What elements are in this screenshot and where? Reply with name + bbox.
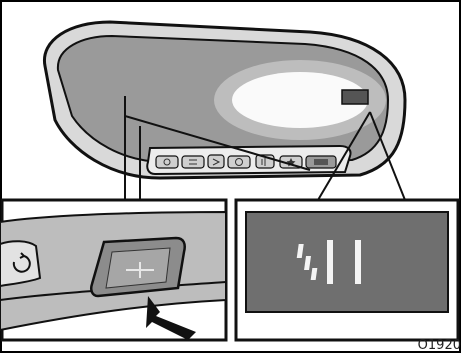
mirror-buttons: [156, 155, 336, 168]
callout-display-closeup: [236, 200, 458, 340]
rear-view-mirror: [44, 22, 405, 178]
mirror-display-window: [342, 90, 368, 104]
mirror-button-1: [156, 156, 178, 168]
figure-code: O1920: [418, 338, 461, 353]
dim-icon: [314, 159, 328, 165]
callout-button-closeup: [0, 200, 226, 340]
mirror-button-2: [182, 156, 204, 168]
power-button-closeup: [0, 241, 40, 286]
mirror-button-4: [228, 156, 250, 168]
mirror-button-3: [208, 155, 224, 168]
compass-button-face: [106, 248, 170, 288]
compass-display-closeup: [246, 212, 448, 312]
